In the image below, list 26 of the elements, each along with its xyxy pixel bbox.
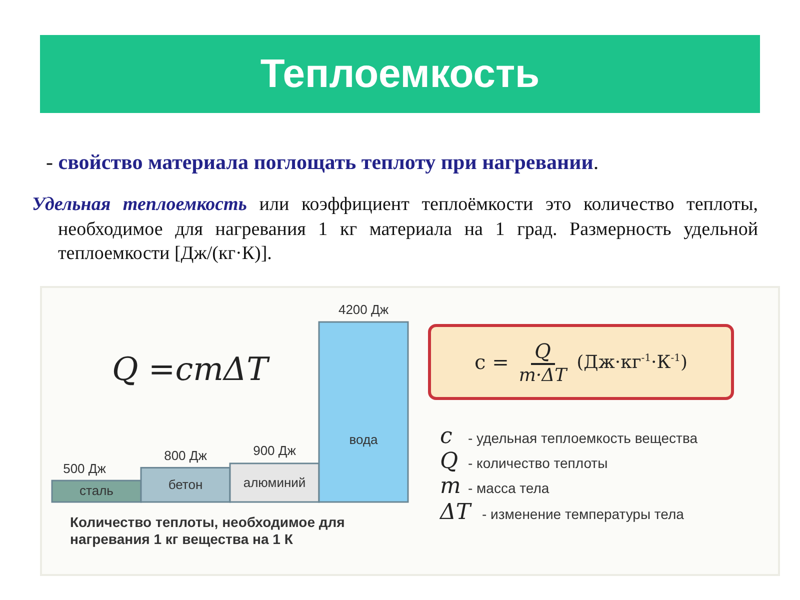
bar-label: вода [349, 432, 378, 447]
symbol: c [440, 424, 452, 449]
symbol-definition: - масса тела [468, 480, 550, 496]
formula-box [428, 324, 734, 400]
formula-text: c = [474, 350, 509, 374]
value-label: 900 Дж [253, 443, 296, 458]
denominator: m·ΔT [518, 364, 569, 386]
symbol: Q [440, 449, 458, 474]
value-label: 500 Дж [63, 460, 106, 476]
value-label: 800 Дж [164, 448, 207, 463]
chart-title: Количество теплоты, необходимое для нагревания 1 кг вещества на 1 К [70, 514, 346, 548]
numerator: Q [530, 338, 555, 364]
bar-label: бетон [168, 476, 203, 492]
bar-label: сталь [80, 483, 114, 498]
symbol: ΔT [440, 500, 471, 525]
unit-text: (Дж·кг$^{-1}$·К$^{-1}$) [576, 352, 688, 372]
title: Теплоемкость [260, 52, 540, 96]
symbol: m [440, 474, 461, 499]
bar-label: алюминий [243, 474, 306, 490]
description-text: Удельная теплоемкость или коэффициент теплоёмкости это количество теплоты, необходимое для нагревания 1 кг материала на 1 град. Размерность удельной теплоемкости [Дж/(кг·К)]. [32, 193, 758, 266]
definition-text: - свойство материала поглощать теплоту при нагревании. [46, 150, 600, 175]
symbol-definition: - изменение температуры тела [482, 506, 684, 522]
value-label: 4200 Дж [338, 302, 389, 317]
symbol-definition: - удельная теплоемкость вещества [468, 430, 698, 446]
symbol-definition: - количество теплоты [468, 455, 608, 471]
formula: Q =cmΔT [112, 350, 268, 388]
